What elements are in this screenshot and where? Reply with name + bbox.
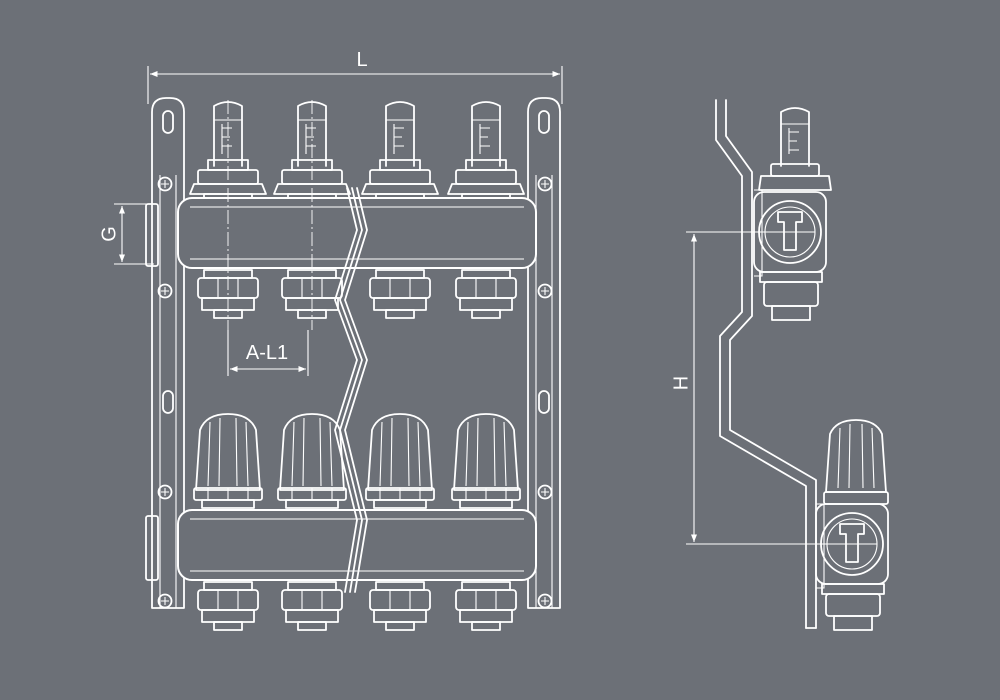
centerlines <box>227 100 313 330</box>
valve-cap <box>193 413 263 509</box>
side-view: H <box>670 99 889 631</box>
break-lines <box>334 187 368 593</box>
valve-caps <box>193 413 521 509</box>
outlet-fitting <box>369 269 431 319</box>
dimension-l-label: L <box>356 49 367 71</box>
front-view: L G A-L1 <box>98 49 563 631</box>
side-lower-assembly <box>815 419 889 631</box>
flow-meter <box>361 101 439 199</box>
dimension-h-label: H <box>670 376 692 390</box>
dimension-a-l1-label: A-L1 <box>246 342 288 364</box>
dimension-l: L <box>147 49 563 104</box>
dimension-g: G <box>98 203 154 265</box>
outlet-fitting <box>281 581 343 631</box>
dimension-g-label: G <box>98 226 120 242</box>
outlet-fitting <box>455 269 517 319</box>
left-bracket <box>145 97 185 609</box>
dimension-h: H <box>670 231 852 545</box>
valve-cap <box>365 413 435 509</box>
outlet-fitting <box>197 581 259 631</box>
dimension-a-l1: A-L1 <box>227 330 309 376</box>
side-bracket <box>715 99 817 629</box>
side-upper-assembly <box>753 107 832 321</box>
flow-meter <box>447 101 525 199</box>
valve-cap <box>451 413 521 509</box>
outlet-fitting <box>455 581 517 631</box>
flow-meters <box>189 101 525 199</box>
upper-outlet-fittings <box>197 269 517 319</box>
outlet-fitting <box>369 581 431 631</box>
lower-outlet-fittings <box>197 581 517 631</box>
